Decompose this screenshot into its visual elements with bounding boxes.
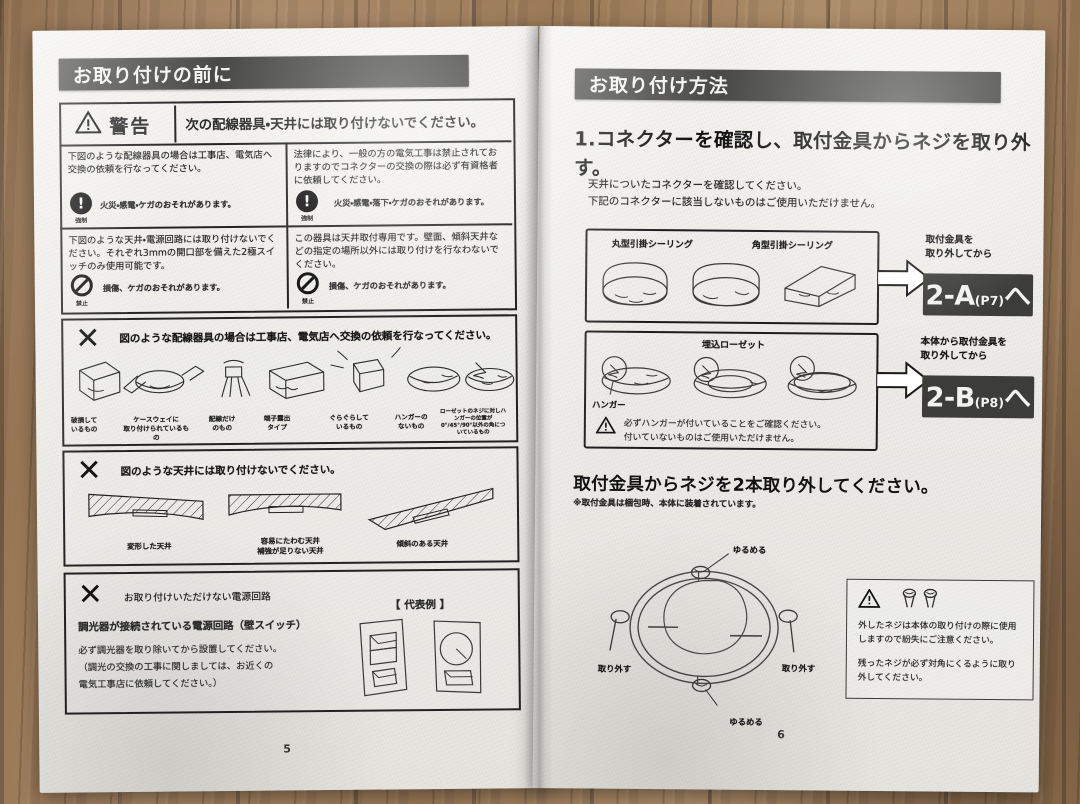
circuit-section-heading: お取り付けいただけない電源回路 xyxy=(123,591,271,605)
wiring-item-caption-1: 破損して いるもの xyxy=(70,416,98,434)
ceiling-caption-1: 変形した天井 xyxy=(127,541,172,551)
goto-b-note: 本体から取付金具を 取り外してから xyxy=(920,336,1007,362)
mounting-bracket-ring-diagram xyxy=(609,553,798,706)
bracket-label-bottom: ゆるめる xyxy=(729,716,763,727)
hanger-caution-text: 必ずハンガーが付いていることをご確認ください。 付いていないものはご使用いただけ… xyxy=(623,418,826,445)
bracket-label-top: ゆるめる xyxy=(732,544,767,556)
instruction-manual-booklet: お取り付けの前に 警告 次の配線器具・天井には取り付けないでください。 xyxy=(32,26,1046,793)
warning-triangle-icon xyxy=(75,110,102,134)
circuit-body-text: 必ず調光器を取り除いてから設置してください。 （調光の交換の工事に関しましては、… xyxy=(78,643,283,691)
goto-a-suffix: へ xyxy=(1003,281,1031,313)
connector-a-label-round: 丸型引掛シーリング xyxy=(611,239,693,251)
prohibition-icon-caption: 禁止 xyxy=(75,300,89,308)
circuit-example-label: 【 代表例 】 xyxy=(389,598,451,612)
prohibition-icon-caption-2: 禁止 xyxy=(301,298,315,306)
wall-switch-illustrations xyxy=(359,618,482,697)
ceiling-caption-2: 容易にたわむ天井 補強が足りない天井 xyxy=(257,536,324,556)
goto-b-main: 2-B xyxy=(925,382,975,414)
warning-cell-3-text: 下図のような天井・電源回路には取り付けないでください。それぞれ3mmの開口部を備… xyxy=(68,233,276,273)
goto-a-badge[interactable]: 2-A (P7) へ xyxy=(922,273,1034,317)
prohibition-icon xyxy=(70,274,93,297)
hanger-label: ハンガー xyxy=(591,399,626,410)
x-mark-icon-circuit: ✕ xyxy=(77,577,104,613)
mandatory-exclamation-icon-2: ! xyxy=(295,190,319,213)
bracket-label-right: 取り外す xyxy=(781,663,816,674)
warning-cell-1: 下図のような配線器具の場合は工事店、電気店へ交換の依頼を行なってください。 xyxy=(68,149,278,177)
wiring-device-illustrations xyxy=(79,347,515,401)
warning-cell-3-hazard: 損傷、ケガのおそれがあります。 xyxy=(102,282,225,294)
mandatory-icon-caption-2: 強制 xyxy=(301,215,314,223)
warning-cell-1-hazard: 火災・感電・ケガのおそれがあります。 xyxy=(99,198,236,211)
connector-lead-text: 天井についたコネクターを確認してください。 下記のコネクターに該当しないものはご… xyxy=(587,178,882,210)
circuit-subheading: 調光器が接続されている電源回路（壁スイッチ） xyxy=(78,619,307,634)
bracket-label-left: 取り外す xyxy=(597,663,632,674)
goto-b-page: (P8) xyxy=(974,394,1005,411)
screw-note-paragraph-2: 残ったネジが必ず対角にくるように取り外してください。 xyxy=(857,658,1016,684)
warning-cell-2-text: 法律により、一般の方の電気工事は禁止されておりますのでコネクターの交換の際は必ず… xyxy=(293,147,498,187)
warning-cell-4-hazard: 損傷、ケガのおそれがあります。 xyxy=(328,279,451,292)
mandatory-exclamation-icon: ! xyxy=(69,192,93,215)
screw-note-paragraph-1: 外したネジは本体の取り付けの際に使用しますので紛失にご注意ください。 xyxy=(857,620,1017,647)
goto-b-badge[interactable]: 2-B (P8) へ xyxy=(921,375,1035,419)
wiring-item-caption-2: ケースウェイに 取り付けられているもの xyxy=(123,415,190,442)
warning-cell-2: 法律により、一般の方の電気工事は禁止されておりますのでコネクターの交換の際は必ず… xyxy=(294,146,506,188)
goto-a-page: (P7) xyxy=(974,292,1005,309)
left-page-banner: お取り付けの前に xyxy=(58,54,469,91)
left-page-number: 5 xyxy=(283,742,291,756)
goto-a-note: 取付金具を 取り外してから xyxy=(925,234,993,260)
connector-b-illustrations xyxy=(601,355,857,401)
warning-cell-1-text: 下図のような配線器具の場合は工事店、電気店へ交換の依頼を行なってください。 xyxy=(67,149,273,176)
goto-b-suffix: へ xyxy=(1003,383,1031,415)
x-mark-icon-ceiling: ✕ xyxy=(76,453,102,489)
screw-icon xyxy=(902,588,938,608)
wiring-item-caption-3: 配線だけ のもの xyxy=(208,414,236,433)
prohibition-icon-2 xyxy=(296,272,319,295)
wiring-item-caption-6: ハンガーの ないもの xyxy=(394,413,428,431)
right-page-banner: お取り付け方法 xyxy=(574,68,1001,104)
connector-a-label-square: 角型引掛シーリング xyxy=(751,240,833,252)
ceiling-section-heading: 図のような天井には取り付けないでください。 xyxy=(120,463,341,479)
warning-cell-4: この器具は天井取付専用です。壁面、傾斜天井などの指定の場所以外には取り付けを行な… xyxy=(294,230,506,272)
screw-section-heading: 取付金具からネジを2本取り外してください。 xyxy=(573,474,939,498)
connector-b-title: 埋込ローゼット xyxy=(701,340,766,351)
warning-cell-3: 下図のような天井・電源回路には取り付けないでください。それぞれ3mmの開口部を備… xyxy=(68,233,280,275)
warning-triangle-icon-hanger xyxy=(595,416,616,435)
step-1-title: 1.コネクターを確認し、取付金具からネジを取り外す。 xyxy=(573,127,1031,180)
wiring-item-caption-7: ローゼットのネジに対しハンガーの位置が0°/45°/90°以外の角についているも… xyxy=(440,408,507,437)
wiring-item-caption-4: 端子露出 タイプ xyxy=(263,414,291,432)
warning-triangle-icon-note xyxy=(858,588,881,609)
left-page: お取り付けの前に 警告 次の配線器具・天井には取り付けないでください。 xyxy=(32,26,546,793)
right-page: お取り付け方法 1.コネクターを確認し、取付金具からネジを取り外す。 天井につい… xyxy=(532,26,1046,793)
connector-a-illustrations xyxy=(602,262,856,308)
right-page-number: 6 xyxy=(777,728,785,742)
right-arrow-icon-a xyxy=(876,259,931,298)
warning-row-text: 次の配線器具・天井には取り付けないでください。 xyxy=(185,115,485,134)
screw-section-note: ※取付金具は梱包時、本体に装着されています。 xyxy=(573,498,761,510)
warning-label: 警告 xyxy=(109,115,152,139)
right-arrow-icon-b xyxy=(876,361,930,400)
warning-row-divider xyxy=(174,105,177,143)
mandatory-icon-caption: 強制 xyxy=(75,217,88,225)
wiring-item-caption-5: ぐらぐらして いるもの xyxy=(329,413,369,431)
ceiling-type-illustrations xyxy=(88,487,494,531)
warning-cell-2-hazard: 火災・感電・落下・ケガのおそれがあります。 xyxy=(333,196,489,208)
goto-a-main: 2-A xyxy=(925,280,975,312)
warning-cell-4-text: この器具は天井取付専用です。壁面、傾斜天井などの指定の場所以外には取り付けを行な… xyxy=(294,231,499,271)
ceiling-caption-3: 傾斜のある天井 xyxy=(396,538,449,549)
